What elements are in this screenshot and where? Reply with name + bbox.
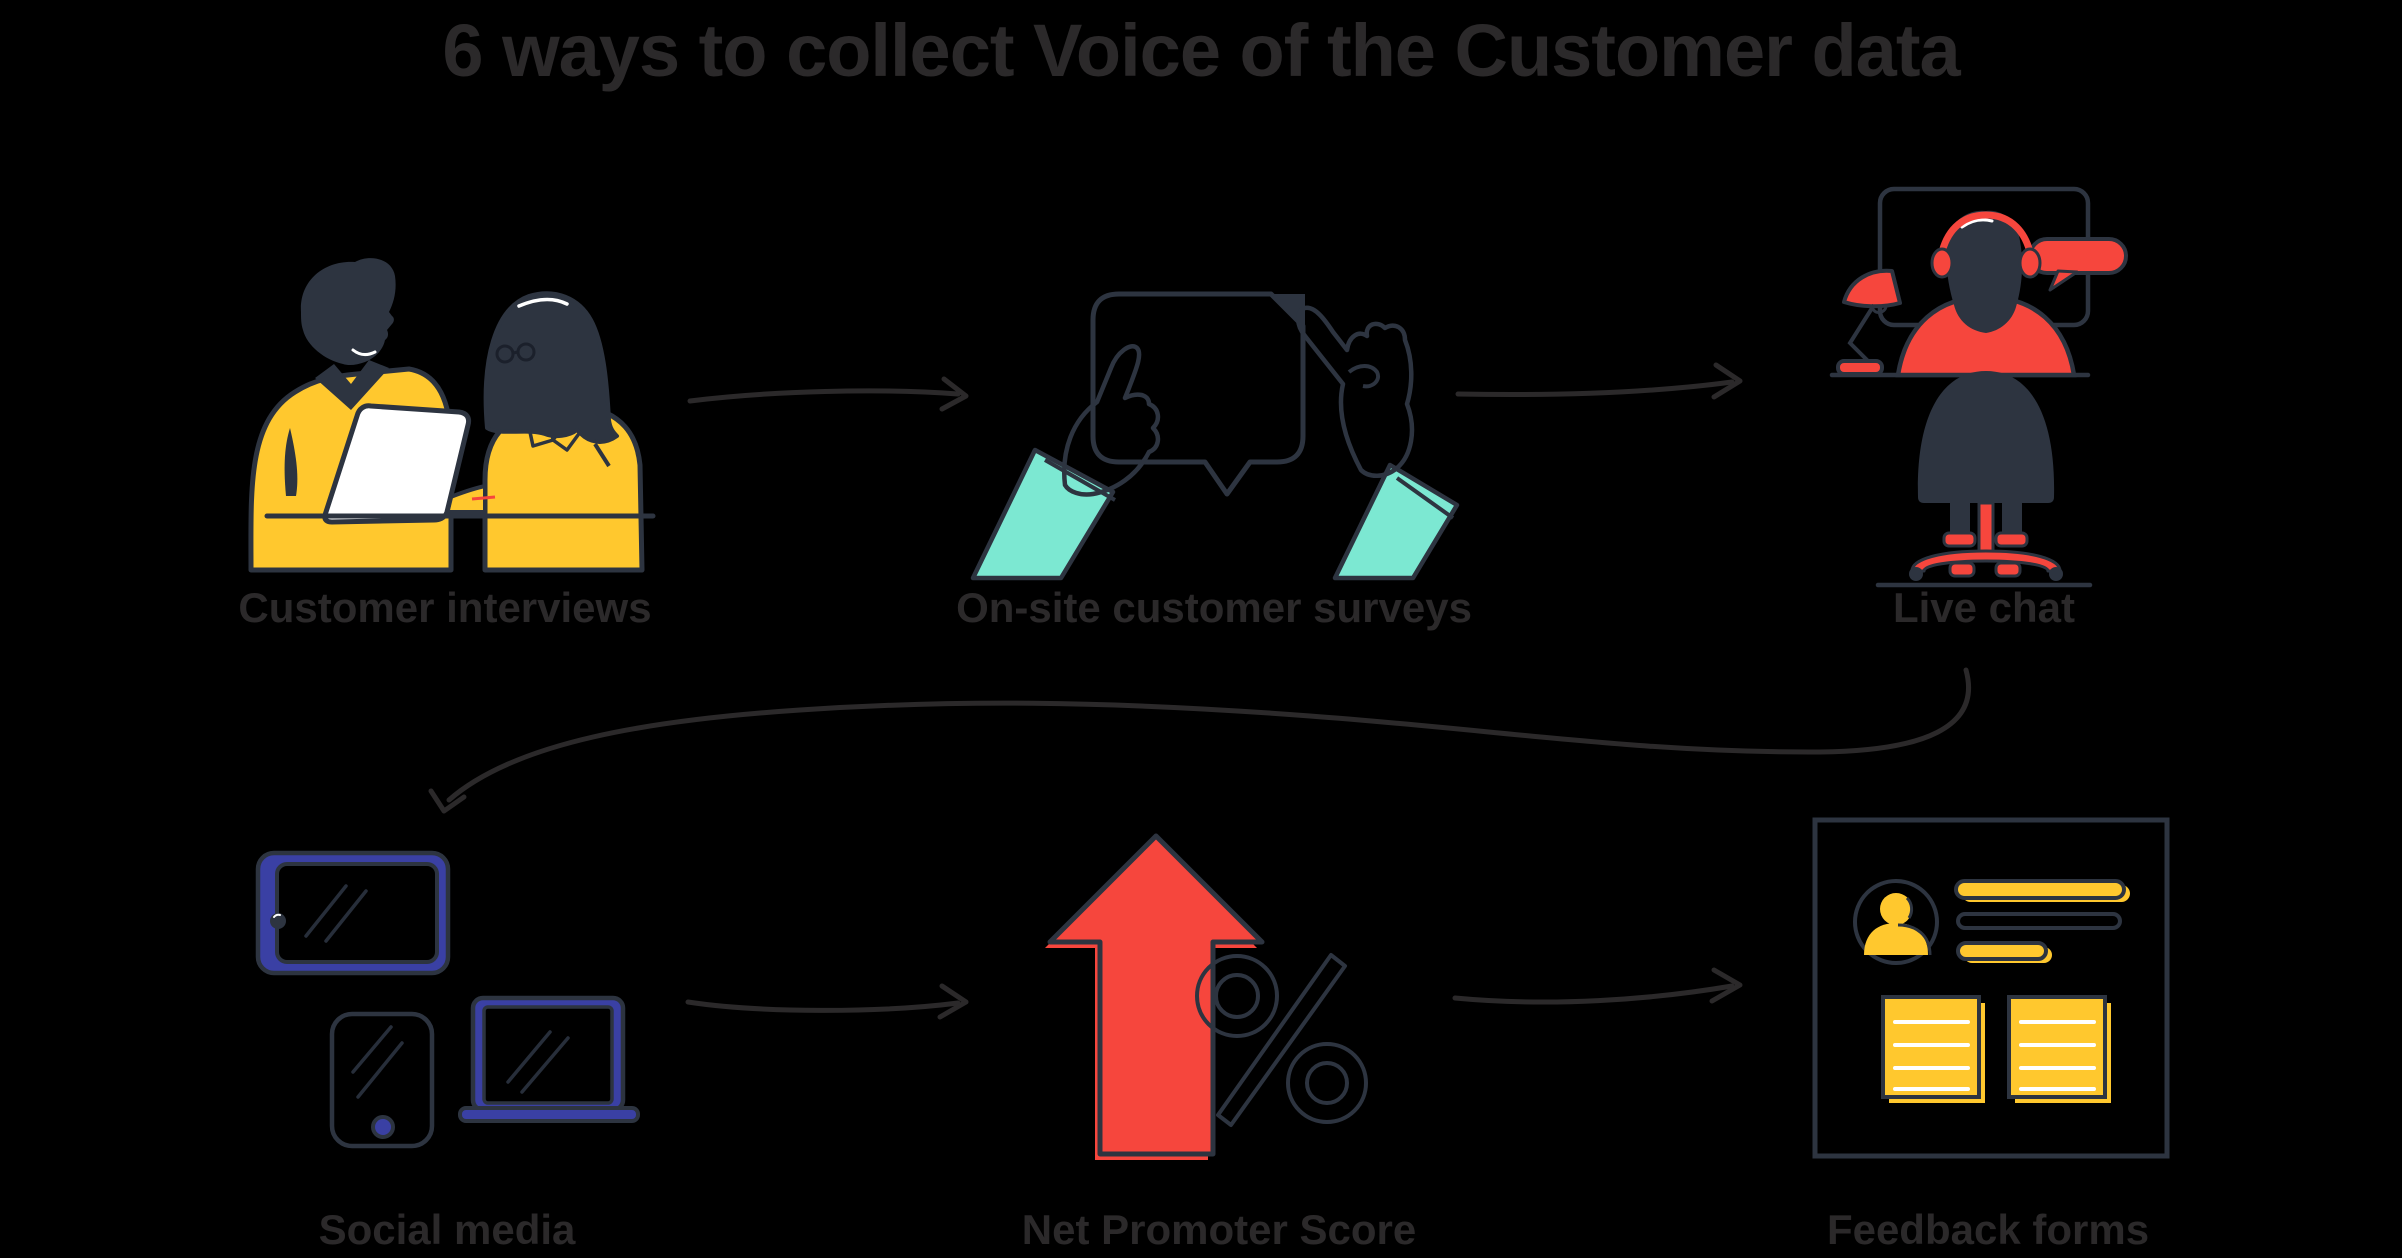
item-social-media <box>250 840 650 1258</box>
feedback-forms-illustration <box>1812 817 2170 1159</box>
item-feedback-forms <box>1810 815 2180 1170</box>
arrow-surveys-to-livechat <box>1455 362 1743 400</box>
arrow-interviews-to-surveys <box>687 376 969 412</box>
item-live-chat <box>1790 175 2190 615</box>
arrow-nps-to-feedback <box>1452 967 1743 1005</box>
label-live-chat: Live chat <box>1892 584 2076 631</box>
label-customer-interviews: Customer interviews <box>238 584 652 631</box>
label-net-promoter-score: Net Promoter Score <box>1021 1206 1417 1253</box>
label-social-media: Social media <box>318 1206 576 1253</box>
item-net-promoter-score <box>1035 825 1395 1185</box>
onsite-surveys-illustration <box>970 291 1460 581</box>
live-chat-illustration <box>1829 186 2128 588</box>
arrow-livechat-to-social <box>428 667 1972 814</box>
net-promoter-score-illustration <box>1045 833 1368 1160</box>
item-customer-interviews <box>237 250 657 573</box>
label-onsite-surveys: On-site customer surveys <box>956 584 1472 631</box>
social-media-illustration <box>255 850 640 1149</box>
label-feedback-forms: Feedback forms <box>1826 1206 2150 1253</box>
customer-interviews-illustration <box>248 258 656 573</box>
item-onsite-surveys <box>965 280 1485 581</box>
arrow-social-to-nps <box>685 983 969 1020</box>
page-title: 6 ways to collect Voice of the Customer … <box>442 9 1960 92</box>
